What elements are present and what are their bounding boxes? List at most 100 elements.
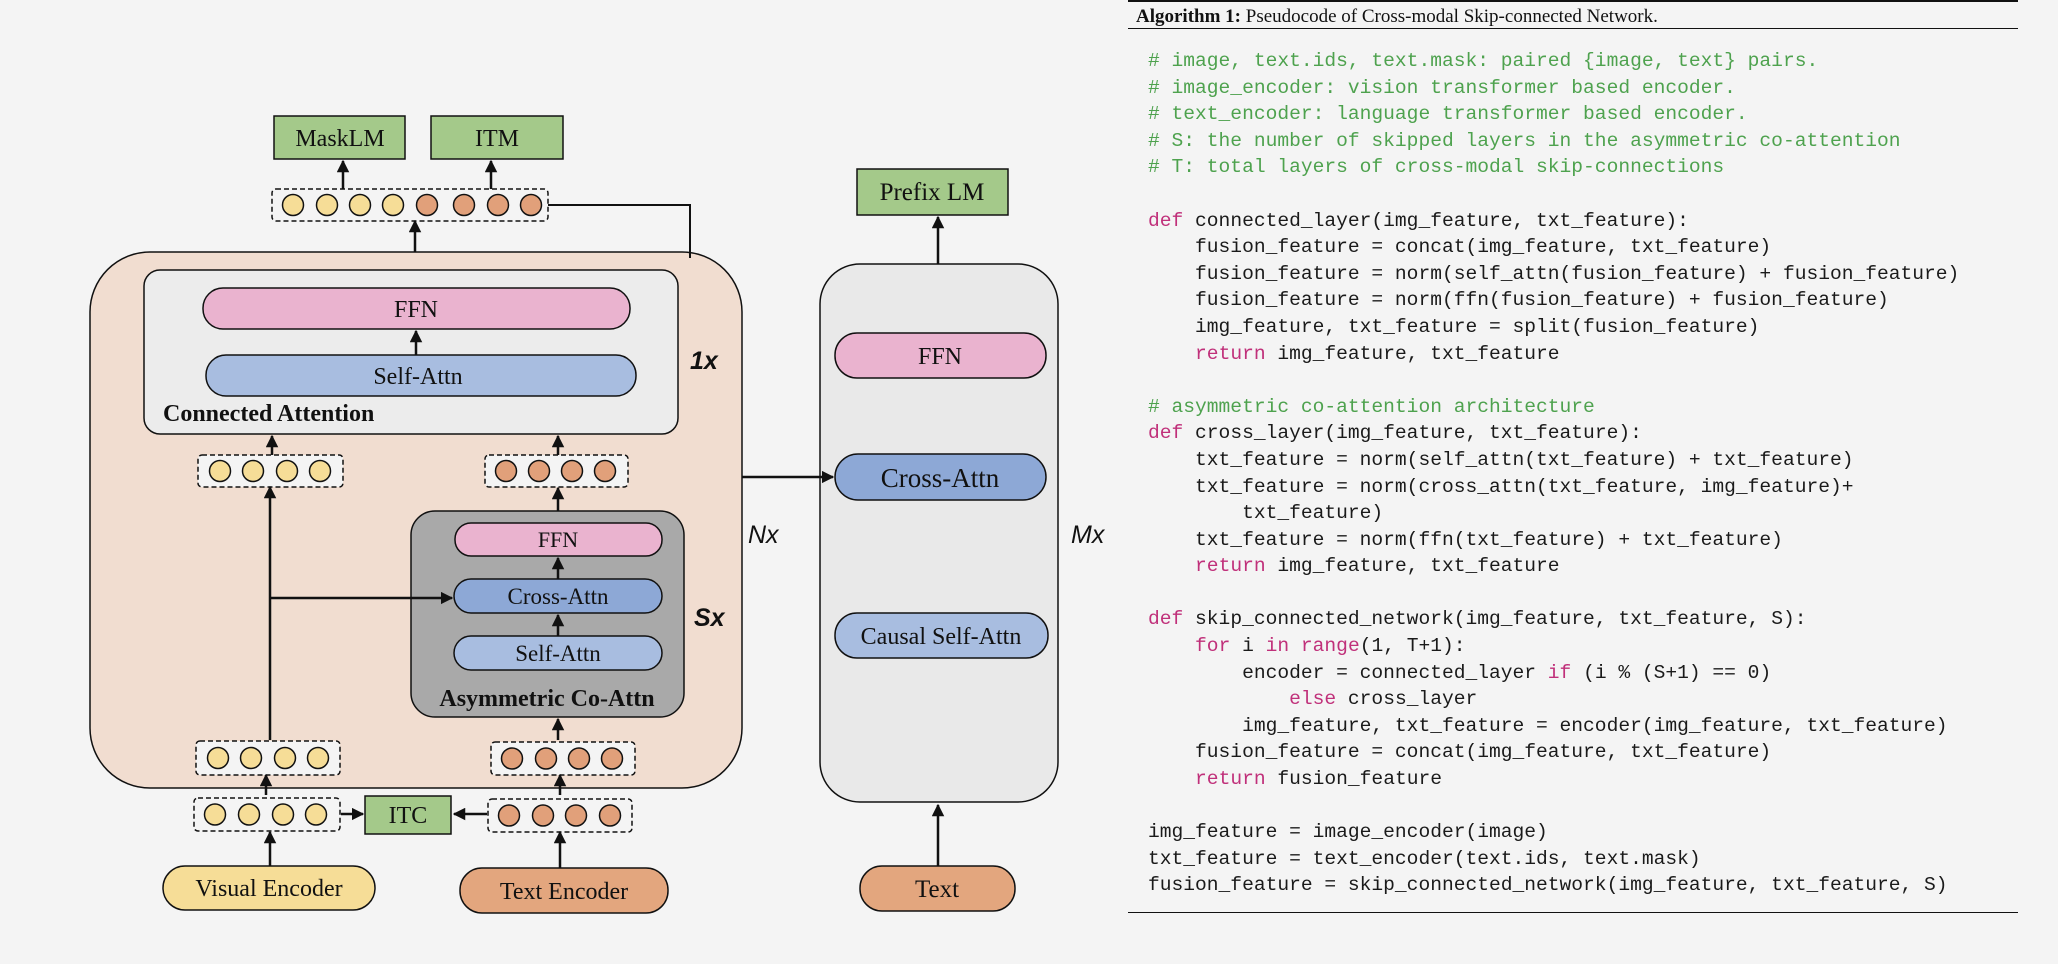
code-comment: # image_encoder: vision transformer base… [1148,76,1736,99]
repeat-nx: Nx [748,521,780,549]
visual-token [381,193,405,217]
code-line: fusion_feature = concat(img_feature, txt… [1148,739,1959,766]
repeat-mx: Mx [1071,521,1106,549]
code-keyword: def [1148,608,1184,631]
code-line: return img_feature, txt_feature [1148,341,1959,368]
dec-cross-attn-box [834,453,1047,501]
masklm-box [273,115,406,160]
visual-token [206,746,230,770]
visual-token [304,803,328,826]
code-keyword: in [1265,635,1290,658]
code-line: # text_encoder: language transformer bas… [1148,101,1959,128]
text-token [531,804,555,827]
code-comment: # S: the number of skipped layers in the… [1148,129,1901,152]
algorithm-panel: Algorithm 1: Pseudocode of Cross-modal S… [1128,0,2018,916]
dec-causal-self-attn-label: Causal Self-Attn [861,624,1022,650]
prefix-lm-label: Prefix LM [880,179,985,206]
visual-token [315,193,339,217]
ca-ffn-box [202,287,631,330]
text-encoder-box [459,867,669,914]
token-group-border [484,454,629,488]
code-keyword: else [1289,688,1337,711]
visual-token [348,193,372,217]
visual-token [208,459,232,483]
ca-title: Connected Attention [163,401,374,427]
visual-token [271,803,295,826]
code-line: # S: the number of skipped layers in the… [1148,128,1959,155]
code-line: else cross_layer [1148,686,1959,713]
code-text: txt_feature = text_encoder(text.ids, tex… [1148,847,1701,870]
code-line: txt_feature = norm(self_attn(txt_feature… [1148,447,1959,474]
as-cross-attn-label: Cross-Attn [508,584,609,609]
low-visual-token-group [195,740,341,776]
code-text: fusion_feature = norm(ffn(fusion_feature… [1148,289,1889,312]
code-keyword: def [1148,422,1184,445]
bottom-text-token-group [487,798,633,833]
code-line: # T: total layers of cross-modal skip-co… [1148,154,1959,181]
dec-cross-attn-label: Cross-Attn [881,463,1000,493]
visual-token [273,746,297,770]
ca-self-attn-label: Self-Attn [373,364,462,390]
code-text: (i % (S+1) == 0) [1571,661,1772,684]
code-line: # asymmetric co-attention architecture [1148,394,1959,421]
dec-causal-self-attn-box [834,612,1049,659]
visual-token [237,803,261,826]
mid-visual-token-group [197,454,344,488]
code-text [1148,635,1195,657]
code-line: return fusion_feature [1148,766,1959,793]
bottom-visual-token-group [193,797,341,832]
code-text: fusion_feature [1265,768,1442,791]
text-token [486,193,510,217]
itm-label: ITM [475,126,519,152]
code-line: encoder = connected_layer if (i % (S+1) … [1148,660,1959,687]
code-line: fusion_feature = concat(img_feature, txt… [1148,234,1959,261]
text-input-label: Text [915,876,959,903]
dec-ffn-box [834,332,1047,379]
code-text: txt_feature = norm(cross_attn(txt_featur… [1148,475,1854,498]
algorithm-title: Pseudocode of Cross-modal Skip-connected… [1245,6,1658,27]
code-keyword: return [1195,555,1266,578]
code-line [1148,580,1959,607]
code-comment: # text_encoder: language transformer bas… [1148,103,1748,126]
code-text: img_feature, txt_feature = encoder(img_f… [1148,714,1948,737]
code-keyword: range [1300,635,1360,658]
text-token [519,193,543,217]
as-self-attn-label: Self-Attn [515,641,601,666]
code-text: fusion_feature = concat(img_feature, txt… [1148,741,1772,764]
as-title: Asymmetric Co-Attn [439,686,654,712]
visual-token [275,459,299,483]
code-comment: # asymmetric co-attention architecture [1148,395,1595,418]
ca-self-attn-box [205,354,637,397]
code-line: txt_feature = text_encoder(text.ids, tex… [1148,846,1959,873]
visual-token [241,459,265,483]
code-keyword: return [1195,342,1266,365]
as-ffn-label: FFN [538,527,578,552]
text-token [415,193,439,217]
code-line: fusion_feature = norm(self_attn(fusion_f… [1148,261,1959,288]
pseudocode-block: # image, text.ids, text.mask: paired {im… [1148,48,1959,899]
text-token [560,459,584,483]
code-text [1289,635,1301,657]
text-token [497,804,521,827]
masklm-label: MaskLM [295,126,384,152]
code-line: fusion_feature = skip_connected_network(… [1148,872,1959,899]
visual-token [203,803,227,826]
visual-token [308,459,332,483]
itc-box [364,795,452,835]
repeat-sx: Sx [694,604,726,632]
code-text: cross_layer [1336,688,1478,711]
code-text: img_feature, txt_feature [1265,342,1560,365]
text-token [598,804,622,827]
code-line: return img_feature, txt_feature [1148,553,1959,580]
algorithm-bottom-rule [1128,912,2018,913]
code-line: # image, text.ids, text.mask: paired {im… [1148,48,1959,75]
as-ffn-box [454,522,663,557]
code-line: txt_feature = norm(cross_attn(txt_featur… [1148,474,1959,501]
code-line: def connected_layer(img_feature, txt_fea… [1148,208,1959,235]
code-comment: # T: total layers of cross-modal skip-co… [1148,156,1725,179]
itm-box [430,115,564,160]
code-line: txt_feature = norm(ffn(txt_feature) + tx… [1148,527,1959,554]
code-text [1148,343,1195,365]
code-line: def cross_layer(img_feature, txt_feature… [1148,420,1959,447]
code-line: for i in range(1, T+1): [1148,633,1959,660]
